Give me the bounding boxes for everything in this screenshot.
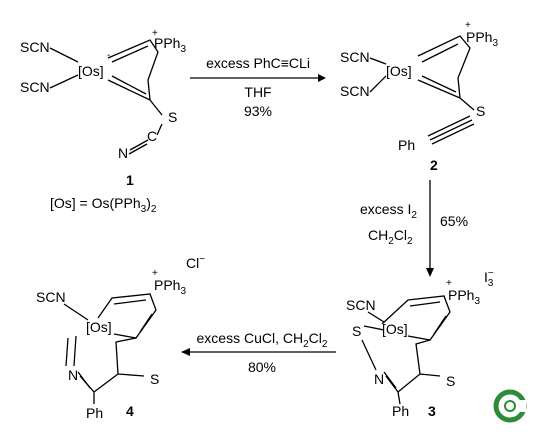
c3-ph: Ph — [392, 403, 409, 419]
c4-cn-double — [77, 371, 91, 389]
c1-n: N — [118, 145, 128, 161]
step3-yield: 80% — [248, 359, 276, 375]
c2-number: 2 — [430, 157, 438, 173]
step1-yield: 93% — [244, 103, 272, 119]
c3-s-left: S — [352, 323, 361, 339]
c4-os: [Os] — [86, 319, 112, 335]
step1-reagent: excess PhC≡CLi — [206, 55, 310, 71]
c1-c: C — [147, 128, 157, 144]
c1-scn-top: SCN — [20, 39, 50, 55]
c3-ring-inner — [409, 301, 447, 335]
c1-scn-bonds — [49, 47, 79, 89]
step2-solvent: CH2Cl2 — [368, 227, 413, 247]
c4-lower-ring — [79, 337, 145, 404]
step1-solvent: THF — [244, 84, 271, 100]
c3-scn: SCN — [346, 297, 376, 313]
step-1: excess PhC≡CLi THF 93% — [190, 55, 326, 119]
c3-number: 3 — [428, 403, 436, 419]
step-3: excess CuCl, CH2Cl2 80% — [181, 330, 336, 375]
step2-reagent: excess I2 — [360, 201, 417, 221]
c2-os: [Os] — [386, 63, 412, 79]
c1-ring — [107, 39, 159, 101]
c1-os: [Os] — [78, 63, 104, 79]
c1-pph3: PPh3 — [154, 35, 186, 55]
step-2: excess I2 CH2Cl2 65% — [360, 180, 468, 277]
compound-3: SCN S [Os] + PPh3 I−3 N S Ph 3 — [346, 268, 494, 419]
logo-inner-ring — [504, 400, 516, 412]
compound-4: SCN [Os] + PPh3 Cl− N S Ph 4 — [36, 254, 205, 421]
c1-minus: - — [107, 50, 110, 61]
c4-ring-top — [97, 293, 157, 339]
c3-ring-top — [381, 295, 451, 341]
c2-s: S — [476, 103, 485, 119]
c2-pph3: PPh3 — [466, 29, 498, 49]
c2-plus: + — [465, 20, 471, 31]
c4-pph3: PPh3 — [154, 277, 186, 297]
c2-scn-top: SCN — [340, 49, 370, 65]
c4-n: N — [68, 367, 78, 383]
c4-counterion: Cl− — [186, 254, 205, 271]
c2-alkyne — [427, 97, 475, 145]
step2-yield: 65% — [440, 213, 468, 229]
c3-n: N — [374, 371, 384, 387]
c4-left-bonds — [63, 303, 89, 367]
c2-ph: Ph — [398, 137, 415, 153]
c2-ring-inner — [421, 43, 459, 93]
c3-s-ring: S — [446, 373, 455, 389]
c2-ring — [417, 35, 471, 99]
c3-cn-double — [383, 371, 397, 389]
c1-scn-bottom: SCN — [20, 79, 50, 95]
c3-plus: + — [446, 278, 452, 289]
c1-sidechain — [128, 99, 163, 155]
c4-number: 4 — [126, 403, 134, 419]
compound-2: SCN SCN [Os] - + PPh3 S Ph 2 — [340, 20, 498, 173]
c4-s-ring: S — [150, 371, 159, 387]
c4-ring-inner — [113, 299, 153, 333]
copyright-c-logo-icon — [493, 389, 527, 423]
c3-left-bonds — [361, 311, 385, 371]
logo-gap — [512, 400, 526, 412]
os-definition: [Os] = Os(PPh3)2 — [50, 195, 157, 215]
arrow-1-head — [318, 74, 326, 82]
c4-plus: + — [152, 268, 158, 279]
c4-ph: Ph — [86, 405, 103, 421]
arrow-2-head — [426, 268, 434, 277]
c2-scn-bonds — [369, 57, 387, 93]
arrow-3-head — [181, 348, 190, 356]
c1-number: 1 — [126, 172, 134, 188]
c2-scn-bottom: SCN — [340, 83, 370, 99]
c1-s: S — [168, 109, 177, 125]
c3-lower-ring — [385, 339, 441, 405]
step3-reagent: excess CuCl, CH2Cl2 — [197, 330, 328, 350]
c1-plus: + — [152, 28, 158, 39]
c4-scn: SCN — [36, 289, 66, 305]
c3-counterion: I−3 — [484, 268, 494, 289]
c3-pph3: PPh3 — [448, 287, 480, 307]
compound-1: SCN SCN [Os] - + PPh3 S C N 1 [Os] = Os(… — [20, 28, 186, 215]
c1-ring-inner — [111, 45, 149, 95]
c3-os: [Os] — [382, 321, 408, 337]
